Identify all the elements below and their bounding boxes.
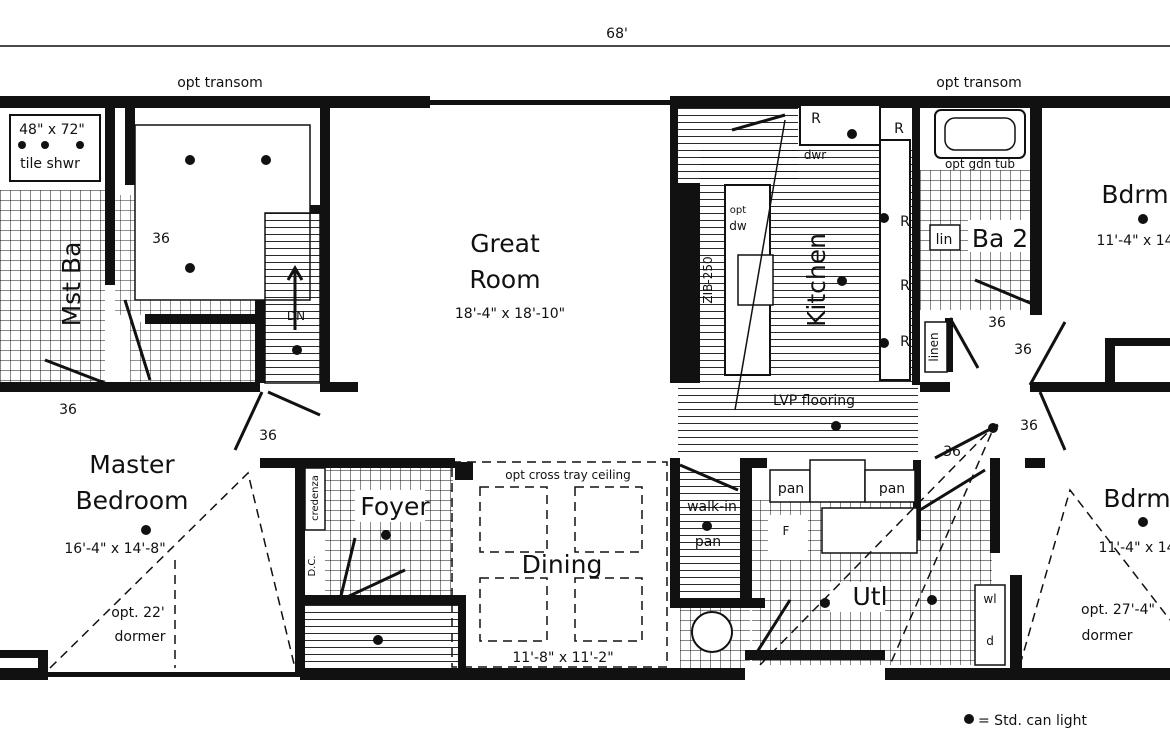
linen-label: linen — [927, 332, 941, 361]
stairs — [264, 212, 321, 384]
dormer-left-lines — [49, 471, 296, 669]
opt-gdn-tub-label: opt gdn tub — [945, 157, 1015, 171]
door-36-master-bath: 36 — [152, 231, 170, 247]
credenza-label: credenza — [310, 475, 321, 521]
stairs-down-label: DN — [287, 309, 305, 323]
tray-ceiling-label: opt cross tray ceiling — [505, 468, 631, 482]
foyer-title: Foyer — [360, 492, 430, 521]
interior-walls — [0, 105, 1170, 675]
dormer-left-label: dormer — [115, 629, 166, 645]
kitchen-r-1: R — [811, 111, 821, 127]
kitchen-r-3: R — [900, 214, 910, 230]
bedroom-top-size: 11'-4" x 14 — [1096, 233, 1170, 249]
great-room-title-2: Room — [469, 265, 540, 294]
bedroom-bottom-size: 11'-4" x 14 — [1098, 540, 1170, 556]
opt-dw-label-2: dw — [729, 219, 747, 233]
master-bedroom-title: Master — [89, 450, 175, 479]
opt-dw-label-1: opt — [730, 205, 746, 216]
dining-size: 11'-8" x 11'-2" — [512, 650, 613, 666]
dryer-label: d — [986, 634, 994, 648]
door-36-utility: 36 — [943, 444, 961, 460]
tile-shower-label: tile shwr — [20, 156, 80, 172]
door-36-master-closet: 36 — [59, 402, 77, 418]
washer-label: wl — [983, 592, 996, 606]
utility-title: Utl — [852, 582, 887, 611]
door-36-bedroom-top: 36 — [1014, 342, 1032, 358]
kitchen-dwr-label: dwr — [804, 148, 826, 162]
dining-tray — [451, 461, 668, 668]
zib-label: ZIB-250 — [701, 256, 715, 303]
dormer-right-opt: opt. 27'-4" — [1081, 602, 1155, 618]
exterior-walls — [0, 96, 1170, 680]
can-light-legend: = Std. can light — [978, 713, 1087, 729]
master-bedroom-title-2: Bedroom — [75, 486, 188, 515]
dormer-right-lines — [1019, 488, 1170, 666]
utility-floor — [680, 459, 1006, 668]
great-room-size: 18'-4" x 18'-10" — [455, 306, 565, 322]
bedroom-top-title: Bdrm — [1101, 180, 1168, 209]
bath-2-title: Ba 2 — [972, 224, 1028, 253]
dormer-left-opt: opt. 22' — [111, 605, 165, 621]
master-bath-label: Mst Ba — [57, 242, 86, 327]
door-36-bedroom-bottom: 36 — [1020, 418, 1038, 434]
master-bedroom-size: 16'-4" x 14'-8" — [64, 541, 165, 557]
transom-label-left: opt transom — [177, 75, 263, 91]
furnace-label: F — [783, 524, 790, 538]
transom-label-right: opt transom — [936, 75, 1022, 91]
kitchen-r-5: R — [900, 334, 910, 350]
door-swings — [44, 113, 1067, 666]
overall-dimension: 68' — [0, 26, 1170, 47]
door-36-bath-2: 36 — [988, 315, 1006, 331]
bedroom-bottom-title: Bdrm — [1103, 484, 1170, 513]
kitchen-r-4: R — [900, 278, 910, 294]
kitchen-r-2: R — [894, 121, 904, 137]
dc-label: D.C. — [307, 555, 318, 576]
pan-label-2: pan — [879, 481, 905, 497]
kitchen-title: Kitchen — [802, 233, 831, 327]
shower-size: 48" x 72" — [19, 122, 85, 138]
overall-width-label: 68' — [606, 26, 628, 42]
dining-title: Dining — [522, 550, 603, 579]
door-36-master-bedroom: 36 — [259, 428, 277, 444]
dormer-right-label: dormer — [1082, 628, 1133, 644]
walk-in-pan-label: pan — [695, 534, 721, 550]
great-room-title: Great — [470, 229, 540, 258]
pan-label-1: pan — [778, 481, 804, 497]
can-lights — [18, 129, 1148, 724]
walk-in-label: walk-in — [687, 499, 737, 515]
bath-2-floor — [920, 109, 1030, 373]
bath-2-lin-label: lin — [936, 232, 953, 248]
lvp-label: LVP flooring — [773, 393, 855, 409]
